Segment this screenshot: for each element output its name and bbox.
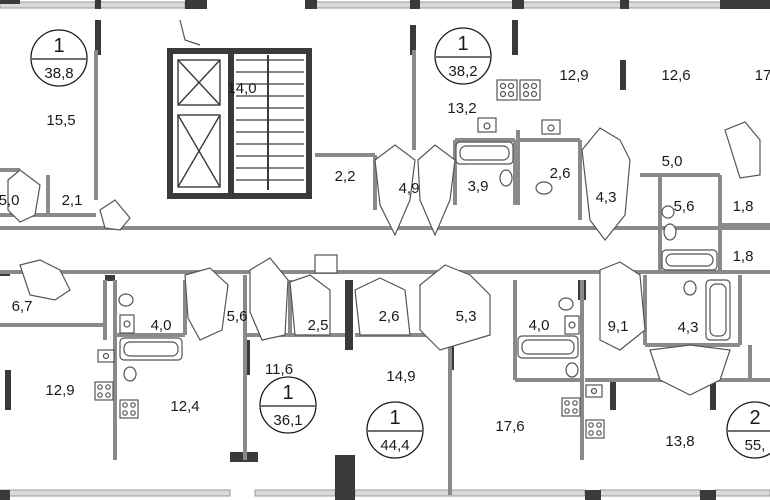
toilet-icon [118, 169, 697, 382]
room-area-label: 2,2 [335, 168, 356, 185]
room-area-label: 4,3 [678, 319, 699, 336]
room-area-label: 1,8 [733, 248, 754, 265]
apartment-area: 55, [745, 437, 766, 454]
elevator-icon [177, 59, 221, 188]
apartment-rooms: 2 [749, 407, 760, 429]
apartment-rooms: 1 [389, 407, 400, 429]
apartment-area: 44,4 [380, 437, 409, 454]
room-area-label: 5,0 [0, 192, 19, 209]
room-area-label: 17 [755, 67, 770, 84]
room-area-label: 2,6 [550, 165, 571, 182]
apartment-rooms: 1 [282, 382, 293, 404]
room-area-label: 13,2 [447, 100, 476, 117]
stair-icon [236, 55, 304, 190]
apartment-badge: 136,1 [259, 376, 317, 434]
apartment-badge: 255, [726, 401, 770, 459]
room-area-label: 12,9 [45, 382, 74, 399]
apartment-badge-circle [259, 376, 317, 434]
apartment-rooms: 1 [457, 33, 468, 55]
room-area-label: 5,3 [456, 308, 477, 325]
room-area-label: 4,0 [151, 317, 172, 334]
apartment-badge: 138,2 [434, 27, 492, 85]
room-area-label: 17,6 [495, 418, 524, 435]
room-area-label: 14,9 [386, 368, 415, 385]
room-area-label: 14,0 [227, 80, 256, 97]
closet-door [179, 19, 338, 274]
apartment-area: 36,1 [273, 412, 302, 429]
room-area-label: 12,6 [661, 67, 690, 84]
room-area-label: 3,9 [468, 178, 489, 195]
bathtub-icon [119, 141, 731, 361]
room-area-label: 4,0 [529, 317, 550, 334]
apartment-area: 38,2 [448, 63, 477, 80]
apartment-badge-circle [434, 27, 492, 85]
apartment-badge: 138,8 [30, 29, 88, 87]
room-area-label: 5,6 [227, 308, 248, 325]
room-area-label: 11,6 [265, 361, 293, 378]
room-area-label: 1,8 [733, 198, 754, 215]
room-area-label: 5,6 [674, 198, 695, 215]
room-area-label: 4,9 [399, 180, 420, 197]
apartment-badge-circle [366, 401, 424, 459]
door-swing-icon [7, 121, 761, 396]
room-area-label: 9,1 [608, 318, 629, 335]
room-area-label: 2,5 [308, 317, 329, 334]
apartment-rooms: 1 [53, 35, 64, 57]
room-area-label: 12,4 [170, 398, 199, 415]
room-area-label: 15,5 [46, 112, 75, 129]
apartment-badge-circle [726, 401, 770, 459]
apartment-area: 38,8 [44, 65, 73, 82]
room-area-label: 6,7 [12, 298, 33, 315]
apartment-badge-circle [30, 29, 88, 87]
apartment-badge: 144,4 [366, 401, 424, 459]
sink-icon [97, 117, 603, 398]
room-area-label: 2,6 [379, 308, 400, 325]
partitions [0, 50, 770, 495]
stove-icon [94, 79, 605, 439]
room-area-label: 5,0 [662, 153, 683, 170]
room-area-label: 4,3 [596, 189, 617, 206]
room-area-label: 12,9 [559, 67, 588, 84]
room-area-label: 13,8 [665, 433, 694, 450]
room-area-label: 2,1 [62, 192, 83, 209]
